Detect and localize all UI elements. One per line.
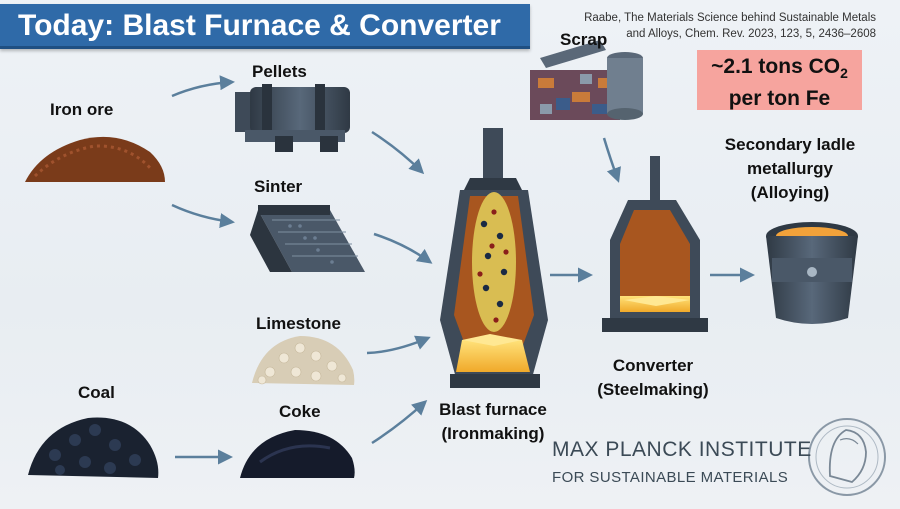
blast-furnace (440, 128, 548, 388)
flow-arrows (171, 75, 755, 465)
arrow-limestone-to-furnace (366, 335, 431, 355)
label-scrap: Scrap (560, 30, 608, 49)
converter (602, 156, 708, 332)
pellet-machine (235, 84, 350, 152)
co2-line-2: per ton Fe (728, 87, 831, 111)
ladle-line-3: (Alloying) (750, 183, 830, 202)
label-sinter: Sinter (254, 177, 303, 196)
citation-line-2: and Alloys, Chem. Rev. 2023, 123, 5, 243… (626, 28, 876, 40)
label-pellets: Pellets (252, 62, 307, 81)
slide-title: Today: Blast Furnace & Converter (18, 9, 501, 42)
title-bar: Today: Blast Furnace & Converter (0, 4, 530, 49)
coal-pile (28, 417, 159, 478)
arrow-ore-to-pellets (171, 75, 235, 98)
arrow-ore-to-sinter (171, 203, 235, 228)
blast-furnace-line-2: (Ironmaking) (441, 424, 545, 443)
arrow-pellets-to-furnace (371, 130, 425, 175)
citation-line-1: Raabe, The Materials Science behind Sust… (584, 12, 876, 24)
citation: Raabe, The Materials Science behind Sust… (556, 10, 876, 42)
coke-pile (240, 430, 355, 478)
label-coal: Coal (78, 383, 115, 402)
label-blast-furnace: Blast furnace (Ironmaking) (432, 398, 554, 446)
ladle (766, 222, 858, 324)
label-iron-ore: Iron ore (50, 100, 114, 119)
arrow-coke-to-furnace (371, 399, 428, 445)
institute-subtitle: FOR SUSTAINABLE MATERIALS (552, 469, 789, 486)
co2-emission-badge: ~2.1 tons CO2 per ton Fe (697, 50, 862, 110)
converter-line-2: (Steelmaking) (597, 380, 709, 399)
label-converter: Converter (Steelmaking) (588, 354, 718, 402)
max-planck-seal (808, 418, 886, 496)
converter-line-1: Converter (612, 356, 694, 375)
iron-ore-pile (25, 136, 165, 182)
co2-line-1: ~2.1 tons CO (711, 55, 841, 78)
ladle-line-1: Secondary ladle (724, 135, 856, 154)
arrow-sinter-to-furnace (373, 232, 433, 264)
scrap-pile (530, 40, 643, 120)
blast-furnace-line-1: Blast furnace (439, 400, 547, 419)
ladle-line-2: metallurgy (747, 159, 833, 178)
sinter-machine (250, 205, 365, 272)
label-ladle: Secondary ladle metallurgy (Alloying) (715, 133, 865, 205)
co2-subscript: 2 (840, 65, 848, 82)
label-limestone: Limestone (256, 314, 342, 333)
institute-name: MAX PLANCK INSTITUTE (552, 438, 812, 461)
limestone-pile (252, 336, 355, 385)
arrow-scrap-to-converter (602, 137, 621, 183)
label-coke: Coke (279, 402, 321, 421)
